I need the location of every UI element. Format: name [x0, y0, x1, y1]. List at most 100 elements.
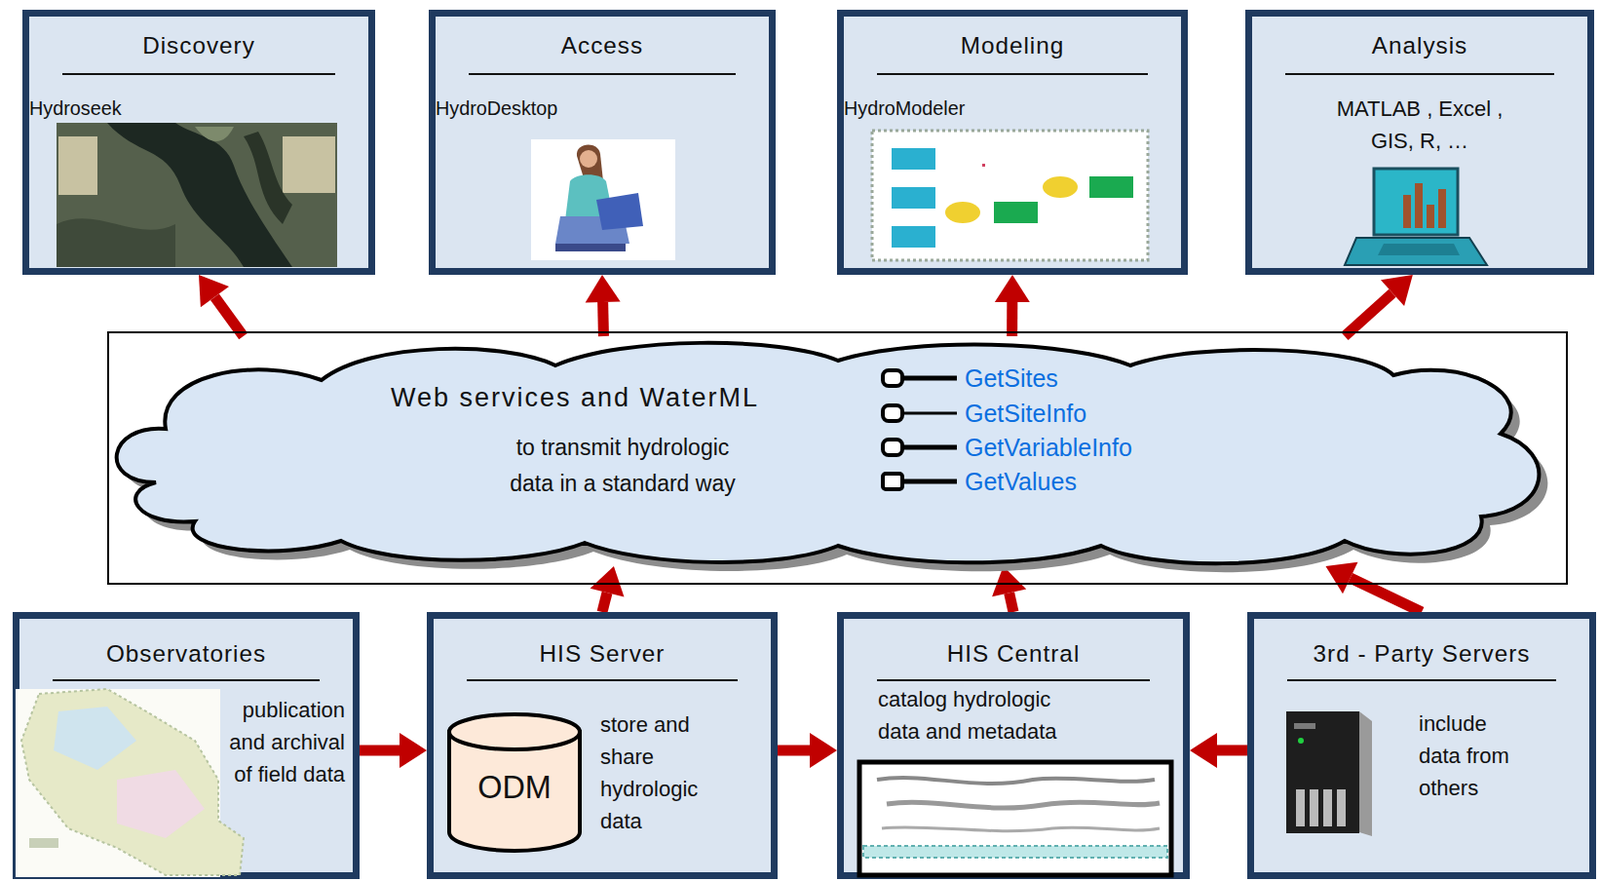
catalog-map-part	[876, 777, 1155, 784]
box-heading: Observatories	[19, 638, 353, 670]
laptop-chart-part	[1344, 237, 1487, 266]
box-description: catalog hydrologic data and metadata	[877, 683, 1078, 748]
server-icon-part	[1286, 711, 1360, 834]
laptop-chart-part	[1403, 194, 1411, 229]
data-flow-arrow	[994, 274, 1030, 337]
workflow-graphic-part	[993, 201, 1038, 224]
data-flow-arrow	[198, 274, 244, 337]
workflow-graphic-part	[982, 163, 986, 167]
tool-list: MATLAB , Excel , GIS, R, …	[1315, 92, 1525, 157]
service-pin-part	[882, 370, 903, 386]
server-icon-part	[1309, 789, 1319, 827]
box-description: store and share hydrologic data	[600, 708, 727, 838]
heading-rule	[466, 679, 738, 682]
arrow-shaft	[1344, 293, 1393, 337]
heading-rule	[468, 73, 736, 76]
observatory-map	[15, 688, 244, 877]
his-central-box: HIS Centralcatalog hydrologic data and m…	[837, 611, 1190, 879]
aerial-photo-part	[243, 131, 293, 225]
server-icon-part	[1294, 723, 1316, 729]
aerial-photo	[56, 122, 338, 267]
user-figure-part	[555, 243, 626, 252]
laptop-chart-part	[1377, 243, 1460, 256]
box-heading: Analysis	[1252, 30, 1588, 62]
tool-name: HydroDesktop	[435, 92, 769, 125]
workflow-graphic-part	[891, 187, 936, 209]
catalog-map-part	[863, 845, 1168, 858]
laptop-chart-part	[1373, 168, 1458, 235]
catalog-map-part	[881, 827, 1160, 832]
data-flow-arrow	[359, 732, 427, 768]
observatory-map-part	[15, 688, 221, 877]
arrow-shaft	[1009, 592, 1014, 612]
heading-rule	[1287, 679, 1557, 682]
server-icon-part	[1336, 789, 1346, 827]
arrow-shaft	[359, 744, 400, 756]
laptop-chart	[1344, 168, 1487, 266]
service-pin-part	[902, 445, 957, 451]
laptop-chart-part	[1426, 204, 1435, 229]
server-icon-part	[1295, 789, 1305, 827]
database-cylinder: ODM	[445, 710, 584, 854]
arrow-head	[399, 732, 427, 768]
workflow-graphic-part	[891, 226, 936, 248]
box-description: publication and archival of field data	[228, 693, 345, 791]
observatory-map-part	[53, 706, 137, 770]
arrow-head	[590, 566, 625, 598]
server-icon-part	[1297, 737, 1304, 744]
cloud-shape	[97, 336, 1557, 567]
analysis-box: AnalysisMATLAB , Excel , GIS, R, …	[1245, 9, 1595, 275]
heading-rule	[876, 73, 1148, 76]
data-flow-arrow	[1189, 732, 1248, 768]
his-server-box: HIS Server store and share hydrologic dat…	[426, 611, 778, 879]
arrow-head	[585, 274, 621, 303]
cloud-title: Web services and WaterML	[390, 382, 760, 414]
tool-name: Hydroseek	[29, 92, 369, 125]
cloud-outline	[116, 342, 1540, 564]
arrow-shaft	[214, 297, 243, 337]
laptop-chart-part	[1438, 189, 1447, 229]
arrow-head	[1325, 562, 1358, 594]
user-figure-part	[531, 139, 676, 261]
arrow-head	[1380, 274, 1413, 306]
service-pin-part	[882, 405, 903, 421]
service-pin-part	[902, 479, 957, 485]
user-figure-part	[579, 150, 598, 168]
aerial-photo-part	[107, 122, 293, 267]
server-icon-part	[1359, 711, 1372, 837]
aerial-photo-part	[58, 136, 98, 195]
heading-rule	[62, 73, 336, 76]
user-figure-part	[596, 192, 644, 230]
arrow-head	[809, 732, 838, 768]
catalog-map-part	[886, 801, 1160, 808]
workflow-graphic-part	[891, 148, 936, 170]
heading-rule	[876, 679, 1150, 682]
database-label: ODM	[445, 766, 584, 808]
workflow-graphic	[872, 130, 1148, 261]
user-figure-part	[555, 216, 630, 244]
service-method: GetValues	[964, 466, 1077, 496]
observatories-box: Observatories publication and archival of…	[12, 611, 360, 879]
cylinder-top	[449, 714, 580, 750]
box-heading: Access	[435, 30, 769, 62]
user-figure	[531, 139, 676, 261]
arrow-shaft	[777, 744, 810, 756]
box-heading: HIS Server	[433, 638, 771, 670]
data-flow-arrow	[1344, 274, 1413, 337]
user-figure-part	[576, 144, 604, 182]
service-method: GetSites	[964, 363, 1059, 393]
service-method: GetVariableInfo	[964, 432, 1133, 462]
arrow-shaft	[1217, 744, 1248, 756]
aerial-photo-part	[56, 218, 176, 267]
modeling-box: ModelingHydroModeler	[837, 9, 1188, 275]
arrow-head	[1189, 732, 1218, 768]
arrow-shaft	[597, 302, 610, 337]
data-flow-arrow	[1325, 562, 1422, 612]
laptop-chart-part	[1414, 183, 1423, 229]
server-icon	[1286, 711, 1372, 837]
service-pin-part	[882, 439, 903, 456]
observatory-map-part	[116, 769, 205, 839]
third-party-box: 3rd - Party Serversinclude data from oth…	[1247, 611, 1597, 879]
box-description: include data from others	[1418, 707, 1526, 804]
data-flow-arrow	[991, 566, 1027, 612]
